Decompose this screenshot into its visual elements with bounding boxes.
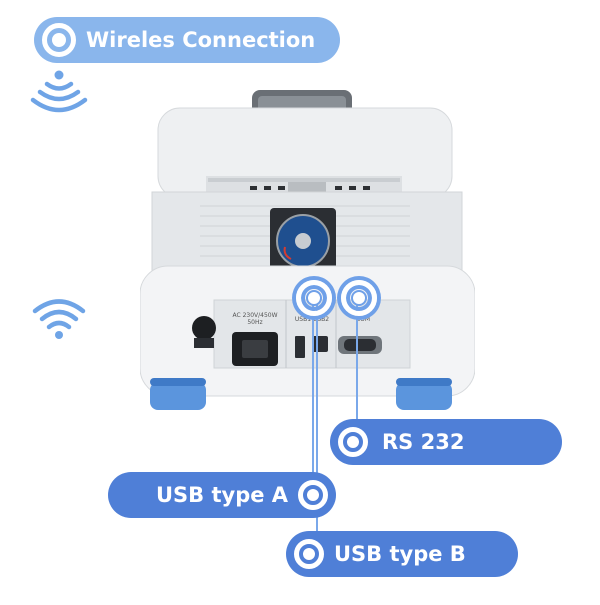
rs232-label: RS 232: [382, 430, 465, 454]
rs232-connector-line: [356, 300, 358, 424]
moisture-analyzer-device: [140, 90, 475, 410]
wifi-icon: [32, 299, 86, 339]
com-port-label: COM: [355, 316, 371, 323]
usb-port-marker-icon: [296, 280, 332, 316]
usb-type-b-callout: USB type B: [286, 531, 518, 577]
usb-b-connector-line: [316, 300, 318, 556]
nfc-waves-icon: [30, 70, 88, 113]
usb-type-b-label: USB type B: [334, 542, 466, 566]
ring-marker-icon: [298, 480, 329, 510]
rs232-callout: RS 232: [330, 419, 562, 465]
usb-type-a-callout: USB type A: [108, 472, 336, 518]
ring-marker-icon: [338, 427, 368, 457]
wireless-connection-callout: Wireles Connection: [34, 17, 340, 63]
usb-type-a-label: USB type A: [156, 483, 289, 507]
ring-marker-icon: [294, 539, 324, 569]
power-socket-label: AC 230V/450W 50Hz: [232, 312, 278, 326]
com-port-marker-icon: [341, 280, 377, 316]
wireless-connection-label: Wireles Connection: [86, 28, 316, 52]
ring-marker-icon: [42, 23, 76, 57]
usb-connector-line: [312, 300, 314, 496]
